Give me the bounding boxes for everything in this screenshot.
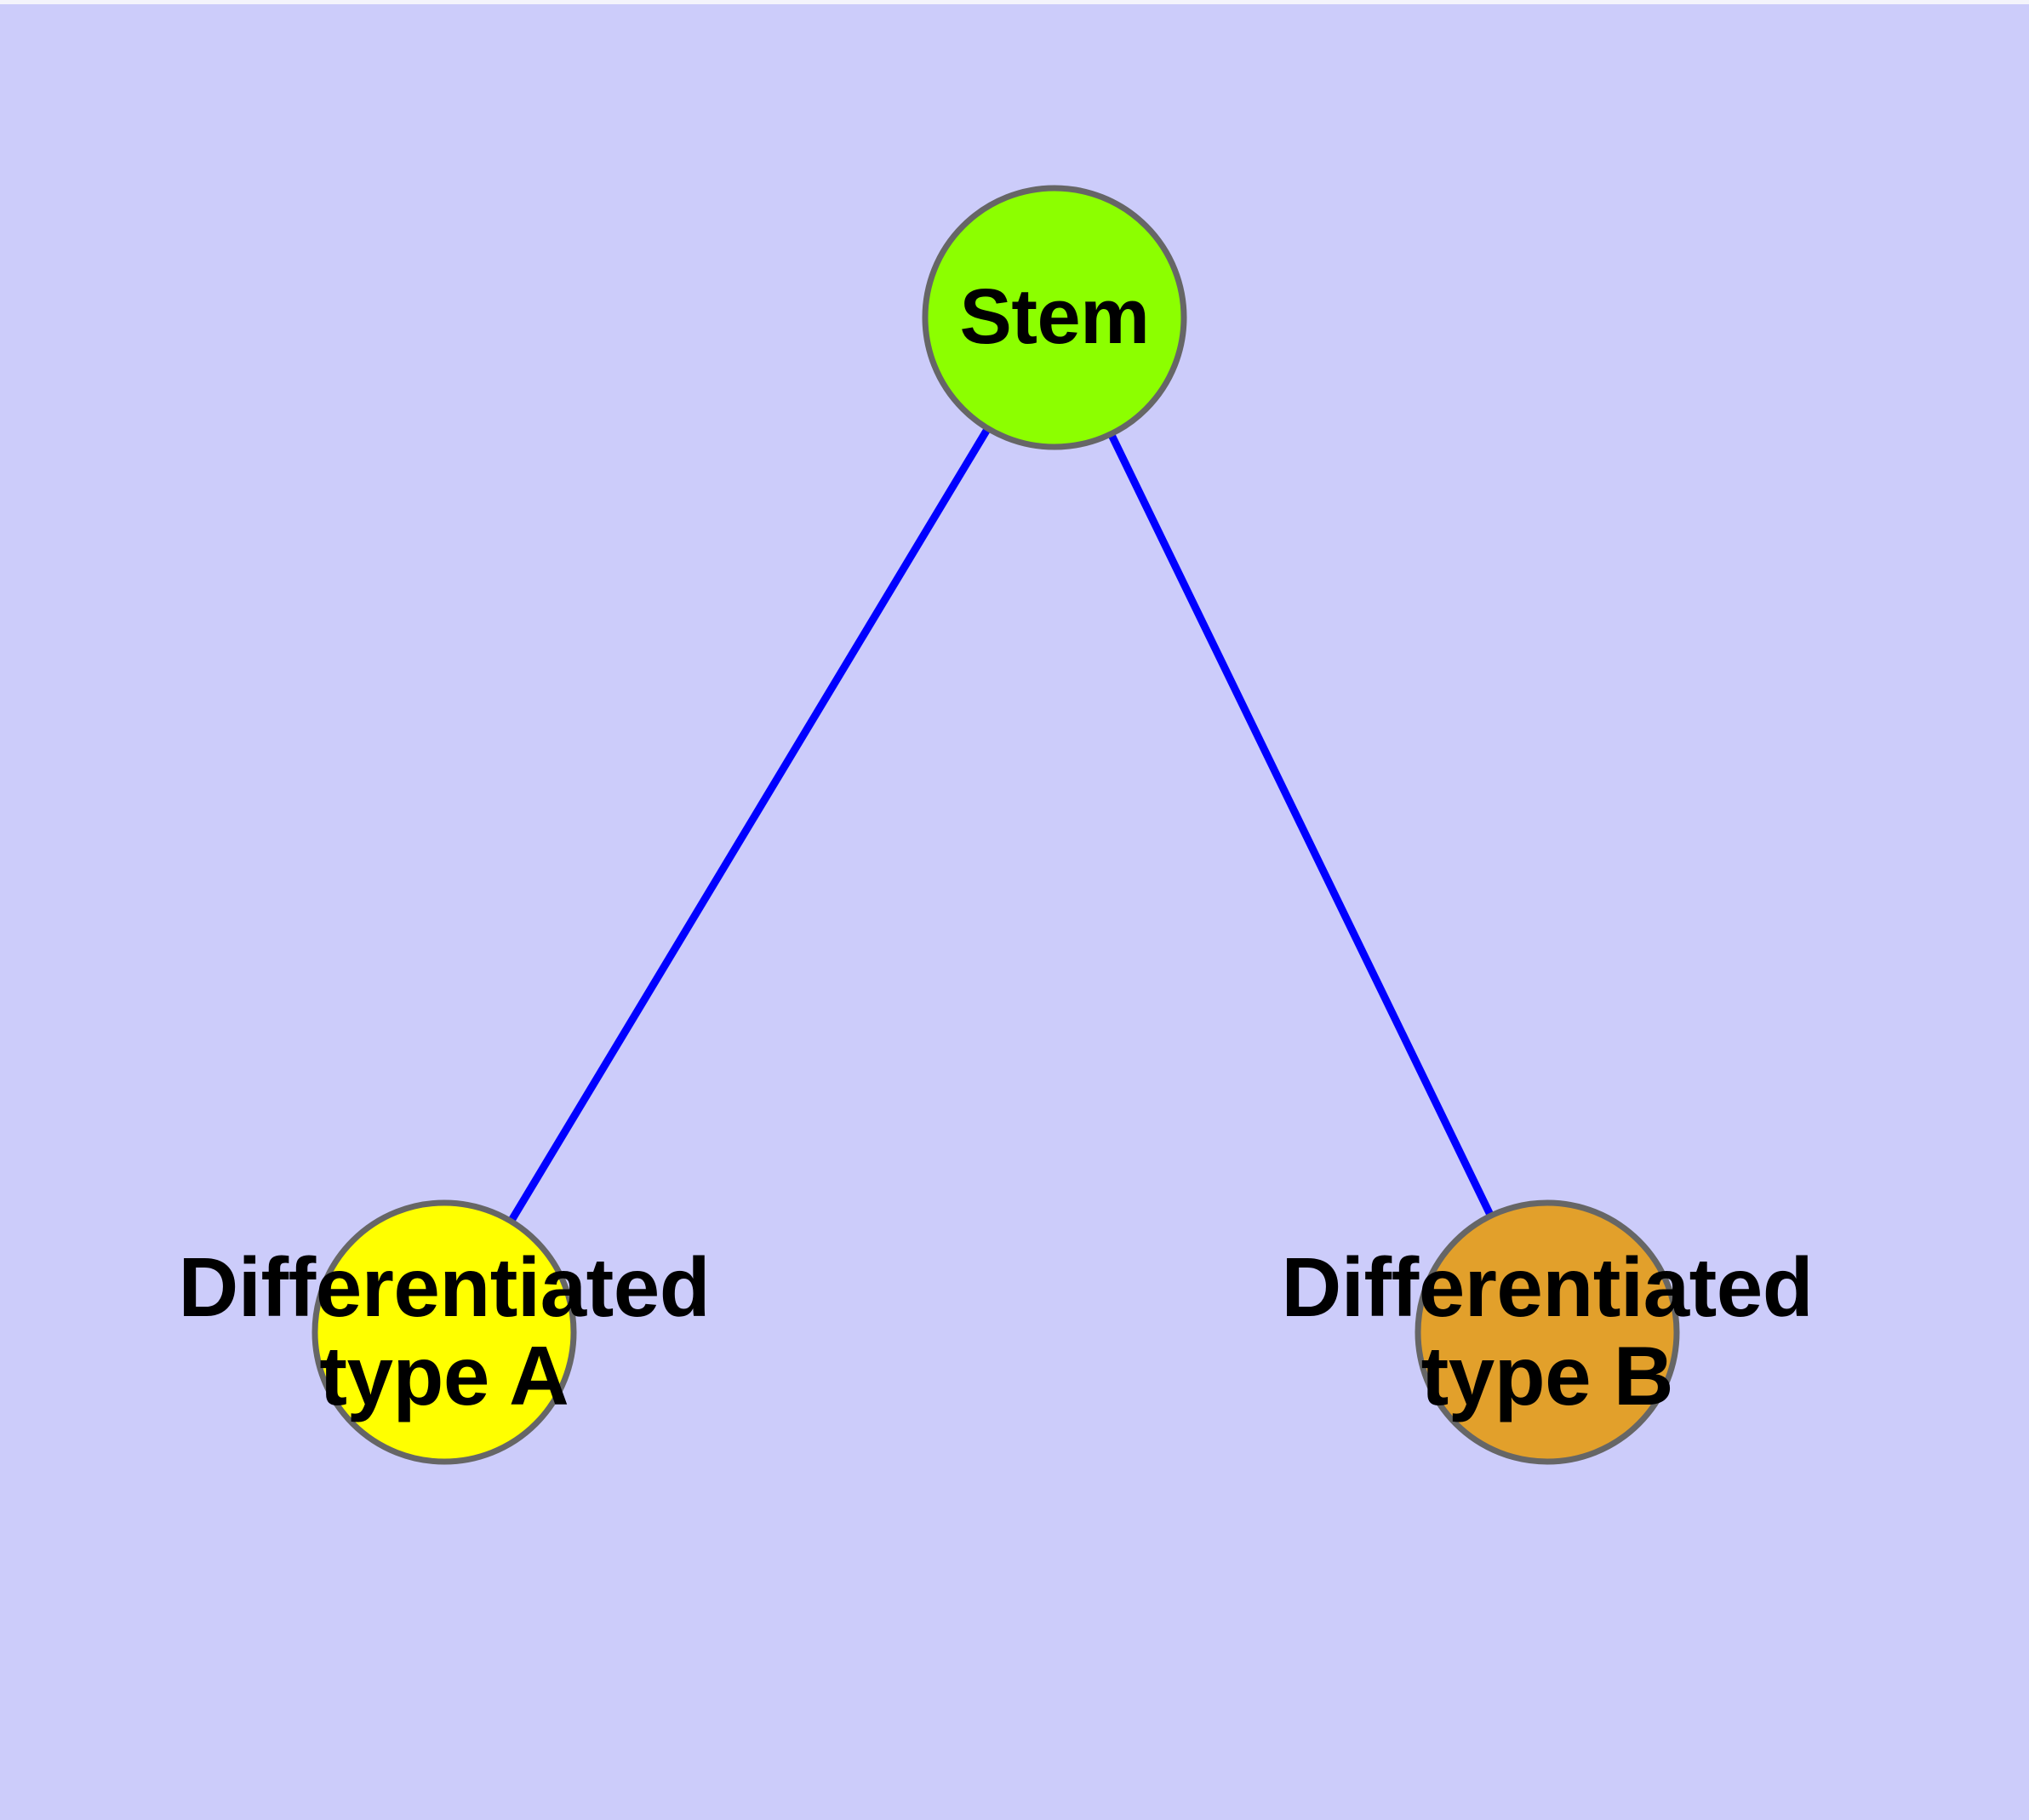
edge-stem-to-diff-b[interactable] xyxy=(1108,433,1494,1216)
edge-layer xyxy=(508,427,1494,1222)
node-circle-stem[interactable] xyxy=(922,185,1187,450)
edge-stem-to-diff-a[interactable] xyxy=(508,427,991,1222)
node-circle-diff-b[interactable] xyxy=(1415,1199,1680,1465)
node-layer xyxy=(311,185,1680,1465)
node-circle-diff-a[interactable] xyxy=(311,1199,577,1465)
canvas-top-edge-strip xyxy=(0,0,2029,4)
